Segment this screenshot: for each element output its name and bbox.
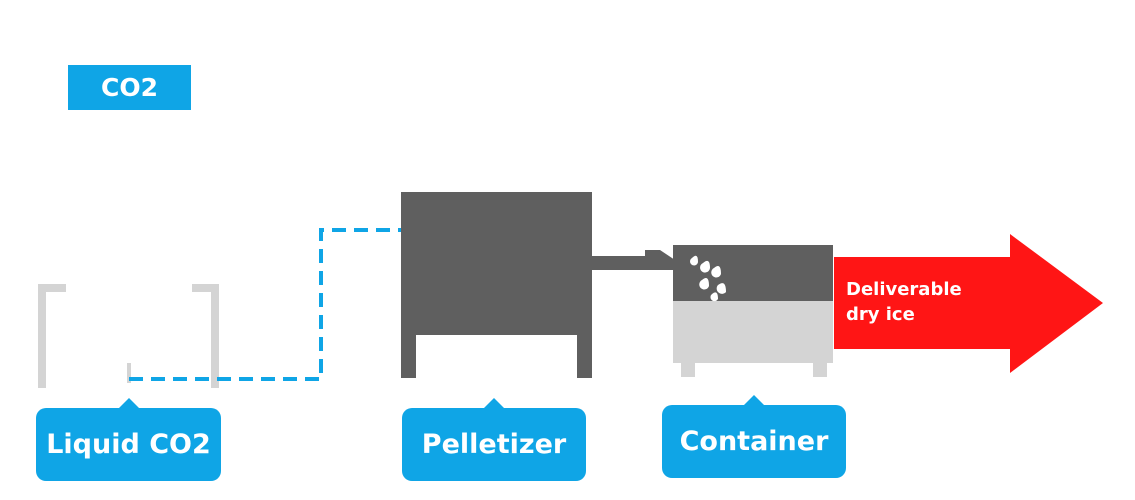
co2-pipe-dashed-line bbox=[129, 228, 402, 381]
container-label: Container bbox=[662, 395, 846, 478]
liquid-co2-tank-icon bbox=[38, 284, 219, 388]
deliverable-dry-ice-text: Deliverable dry ice bbox=[846, 277, 996, 327]
arrow-text-line1: Deliverable bbox=[846, 279, 962, 300]
pelletizer-machine-icon bbox=[401, 192, 690, 378]
liquid-co2-label: Liquid CO2 bbox=[36, 398, 221, 481]
dry-ice-pellets-icon bbox=[690, 255, 726, 302]
arrow-text-line2: dry ice bbox=[846, 304, 915, 325]
dry-ice-container-icon bbox=[673, 245, 833, 377]
output-arrow bbox=[834, 234, 1103, 373]
co2-badge: CO2 bbox=[68, 65, 191, 110]
pelletizer-label: Pelletizer bbox=[402, 398, 586, 481]
